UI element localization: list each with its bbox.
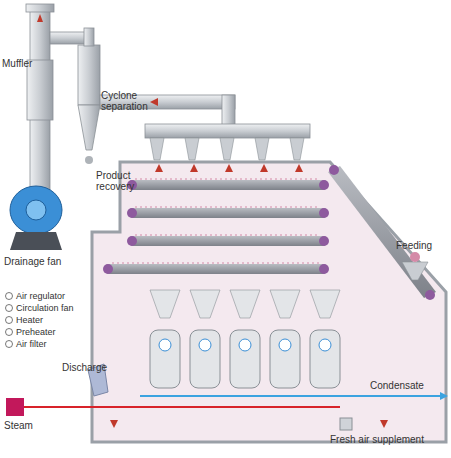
legend-symbol bbox=[6, 329, 13, 336]
belt-layer bbox=[104, 264, 328, 274]
heater-unit bbox=[150, 290, 180, 388]
cyclone-cone bbox=[78, 105, 100, 150]
legend-symbols bbox=[6, 293, 13, 348]
part-label: Feeding bbox=[396, 240, 451, 251]
air-hopper bbox=[310, 290, 340, 318]
part-label: Fresh air supplement bbox=[330, 434, 450, 445]
exhaust-manifold bbox=[145, 124, 310, 138]
heater-unit bbox=[230, 290, 260, 388]
heater-units bbox=[150, 290, 340, 388]
circulation-fan bbox=[310, 330, 340, 388]
heater-unit bbox=[270, 290, 300, 388]
air-arrow bbox=[380, 420, 388, 428]
circulation-fan bbox=[190, 330, 220, 388]
steam-valve bbox=[6, 398, 24, 416]
airflow-arrows bbox=[37, 14, 388, 428]
fan-wheel bbox=[319, 339, 331, 351]
heater-unit bbox=[190, 290, 220, 388]
roller bbox=[127, 208, 137, 218]
feed-conveyor bbox=[328, 166, 436, 298]
belt-layer bbox=[128, 208, 328, 218]
part-label: Condensate bbox=[370, 380, 445, 391]
fan-wheel bbox=[239, 339, 251, 351]
fan-wheel bbox=[279, 339, 291, 351]
product-line bbox=[135, 207, 320, 208]
part-label: Drainage fan bbox=[4, 256, 84, 267]
outlet bbox=[185, 138, 199, 160]
air-arrow bbox=[190, 164, 198, 172]
outlet bbox=[255, 138, 269, 160]
heater-unit bbox=[310, 290, 340, 388]
air-arrow bbox=[150, 98, 158, 106]
legend-text: Air filter bbox=[16, 339, 96, 349]
fan-wheel bbox=[199, 339, 211, 351]
roller bbox=[319, 236, 329, 246]
air-hopper bbox=[230, 290, 260, 318]
drainage-fan bbox=[10, 186, 62, 234]
stack-cap bbox=[26, 4, 54, 12]
outlet bbox=[290, 138, 304, 160]
legend-symbol bbox=[6, 341, 13, 348]
fan-base bbox=[10, 232, 62, 250]
arrow-head bbox=[440, 392, 448, 400]
air-arrow bbox=[295, 164, 303, 172]
air-hopper bbox=[150, 290, 180, 318]
legend-text: Circulation fan bbox=[16, 303, 96, 313]
air-arrow bbox=[225, 164, 233, 172]
circulation-fan bbox=[230, 330, 260, 388]
legend-text: Heater bbox=[16, 315, 96, 325]
air-hopper bbox=[270, 290, 300, 318]
air-hopper bbox=[190, 290, 220, 318]
dryer-housing bbox=[92, 162, 446, 442]
legend-symbol bbox=[6, 305, 13, 312]
muffler-body bbox=[27, 60, 53, 120]
duct-riser bbox=[222, 95, 235, 127]
part-label: Product recovery bbox=[96, 170, 156, 192]
outlet bbox=[220, 138, 234, 160]
condensate-pipe bbox=[140, 395, 440, 397]
legend-text: Preheater bbox=[16, 327, 96, 337]
part-label: Muffler bbox=[2, 58, 42, 69]
roller bbox=[425, 290, 435, 300]
cyclone-outlet bbox=[84, 28, 94, 46]
roller bbox=[329, 165, 339, 175]
part-label: Cyclone separation bbox=[101, 90, 171, 112]
air-arrow bbox=[155, 164, 163, 172]
legend-symbol bbox=[6, 317, 13, 324]
air-arrow bbox=[110, 420, 118, 428]
steam-pipe bbox=[24, 406, 340, 408]
feed-hopper bbox=[402, 262, 428, 280]
roller bbox=[127, 236, 137, 246]
circulation-fan bbox=[270, 330, 300, 388]
belt-layer bbox=[128, 180, 328, 190]
mesh-belts bbox=[103, 180, 329, 274]
fan-hub bbox=[26, 200, 46, 220]
roller bbox=[319, 208, 329, 218]
air-arrow bbox=[37, 14, 43, 22]
product-line bbox=[135, 179, 320, 180]
circulation-fan bbox=[150, 330, 180, 388]
roller bbox=[319, 264, 329, 274]
roller bbox=[103, 264, 113, 274]
product-pile bbox=[85, 156, 93, 164]
manifold-outlets bbox=[150, 138, 304, 160]
part-label: Discharge bbox=[62, 362, 122, 373]
belt-layer bbox=[128, 236, 328, 246]
outlet bbox=[150, 138, 164, 160]
legend-text: Air regulator bbox=[16, 291, 96, 301]
product-line bbox=[112, 263, 320, 264]
cyclone-body bbox=[78, 45, 100, 105]
feed-material bbox=[410, 252, 420, 262]
part-label: Steam bbox=[4, 420, 54, 431]
roller bbox=[319, 180, 329, 190]
fan-wheel bbox=[159, 339, 171, 351]
product-layer bbox=[112, 179, 320, 263]
product-line bbox=[135, 235, 320, 236]
air-arrow bbox=[260, 164, 268, 172]
fresh-air-filter bbox=[340, 418, 352, 430]
legend-symbol bbox=[6, 293, 13, 300]
